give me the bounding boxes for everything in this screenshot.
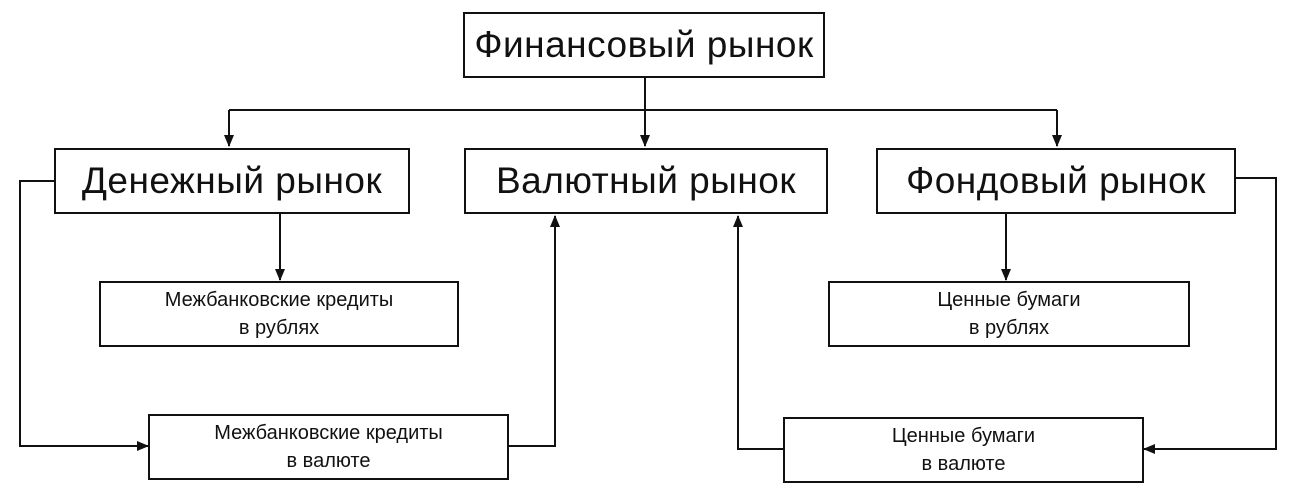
stock-market-label: Фондовый рынок [906,160,1206,201]
interbank-credits-fx-line2: в валюте [286,450,371,472]
currency-market-label: Валютный рынок [495,160,797,201]
interbank-credits-rub-line2: в рублях [238,317,320,339]
securities-fx-line1: Ценные бумаги [891,425,1036,447]
currency-market-box: Валютный рынок [464,148,828,214]
securities-fx-box: Ценные бумаги в валюте [783,417,1144,483]
arrow-stock-to-securities-fx [1143,177,1277,454]
securities-rub-line2: в рублях [968,317,1050,339]
securities-rub-line1: Ценные бумаги [937,289,1081,311]
interbank-credits-fx-line1: Межбанковские кредиты [214,422,443,444]
arrow-interbank-fx-to-currency [509,215,560,447]
financial-market-label: Финансовый рынок [474,24,814,65]
money-market-label: Денежный рынок [81,160,383,201]
interbank-credits-rub-line1: Межбанковские кредиты [164,289,394,311]
securities-rub-box: Ценные бумаги в рублях [828,281,1190,347]
stock-market-box: Фондовый рынок [876,148,1236,214]
securities-fx-line2: в валюте [921,453,1006,475]
interbank-credits-rub-box: Межбанковские кредиты в рублях [99,281,459,347]
money-market-box: Денежный рынок [54,148,410,214]
interbank-credits-fx-box: Межбанковские кредиты в валюте [148,414,509,480]
arrow-securities-fx-to-currency [733,215,783,450]
financial-market-box: Финансовый рынок [463,12,825,78]
arrow-money-to-interbank-fx [19,180,149,451]
